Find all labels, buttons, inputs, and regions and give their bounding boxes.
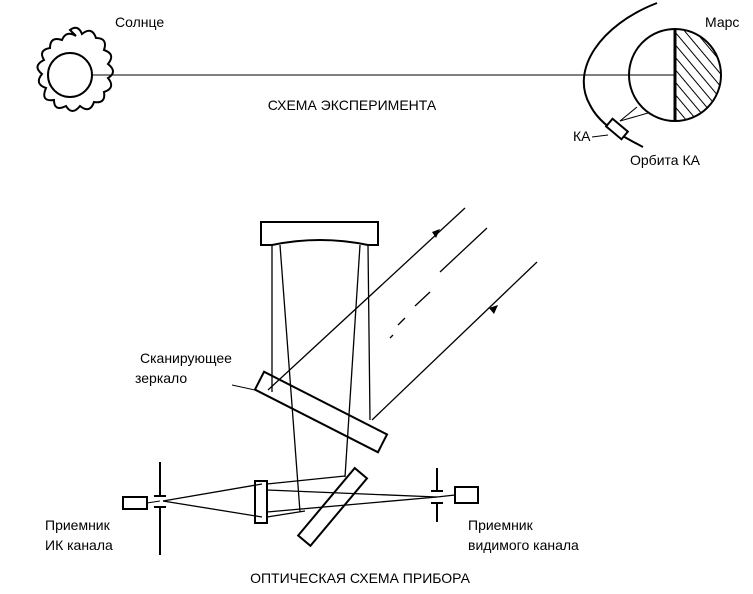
optical-scheme-title: ОПТИЧЕСКАЯ СХЕМА ПРИБОРА xyxy=(250,570,470,586)
scanning-mirror xyxy=(253,370,389,454)
ir-detector xyxy=(122,496,148,510)
experiment-title: СХЕМА ЭКСПЕРИМЕНТА xyxy=(267,97,437,113)
sun-label: Солнце xyxy=(115,14,165,30)
mars-label: Марс xyxy=(705,14,740,30)
arrow-icon xyxy=(432,229,440,238)
mars-icon xyxy=(628,28,722,122)
visible-receiver-label-1: Приемник xyxy=(468,517,533,533)
arrow-icon xyxy=(489,305,498,314)
orbit-label: Орбита КА xyxy=(630,152,700,168)
scanning-mirror-label-2: зеркало xyxy=(135,370,188,386)
primary-mirror xyxy=(260,221,379,246)
visible-receiver-label-2: видимого канала xyxy=(468,537,579,553)
spacecraft-icon xyxy=(591,106,649,141)
leader-line xyxy=(231,384,256,391)
visible-detector xyxy=(454,486,479,504)
visible-slit xyxy=(431,468,443,522)
sun-icon xyxy=(36,26,114,112)
ir-receiver-label-1: Приемник xyxy=(45,517,110,533)
lens xyxy=(254,480,268,524)
scanning-mirror-label-1: Сканирующее xyxy=(140,350,232,366)
ir-receiver-label-2: ИК канала xyxy=(45,537,113,553)
ir-slit xyxy=(154,462,166,555)
beam-splitter xyxy=(296,466,369,548)
optical-rays xyxy=(162,207,538,518)
spacecraft-label: КА xyxy=(573,128,591,144)
